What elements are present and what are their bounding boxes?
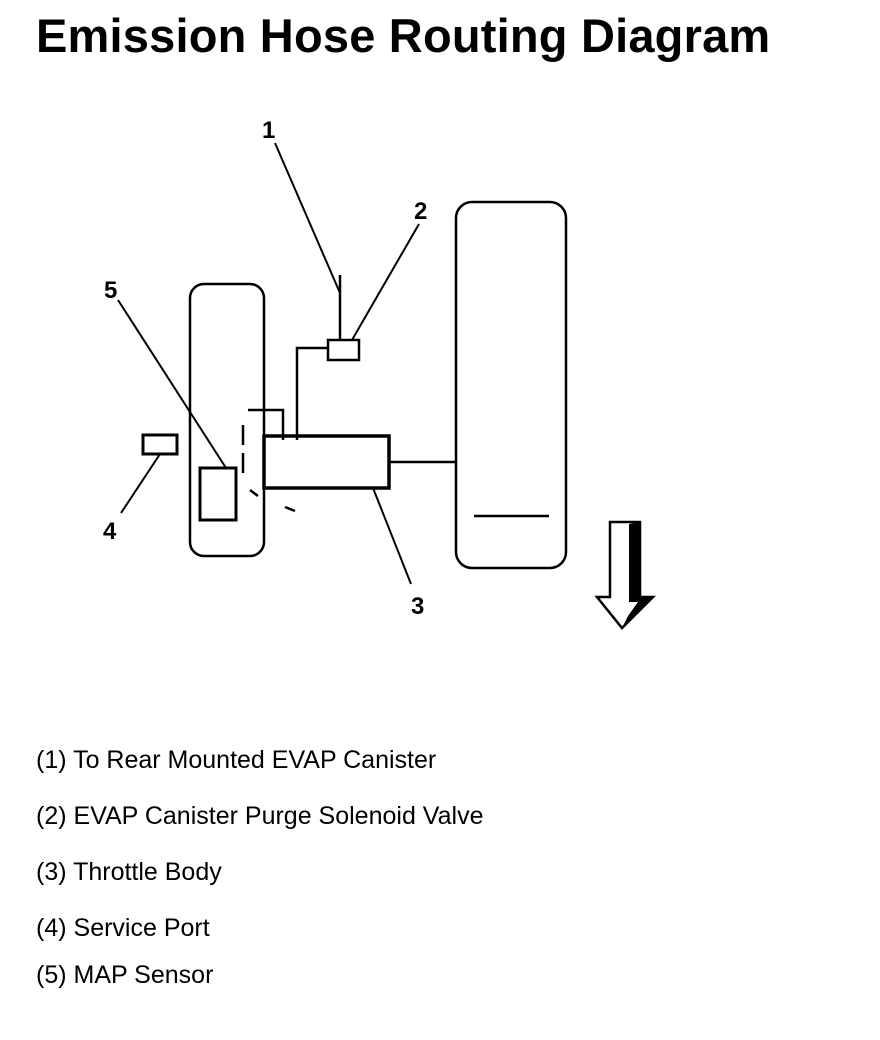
purge-hose bbox=[295, 346, 328, 440]
page-title: Emission Hose Routing Diagram bbox=[36, 9, 771, 62]
leader-line-3 bbox=[372, 487, 412, 585]
legend-number: (1) bbox=[36, 746, 67, 774]
legend-number: (5) bbox=[36, 961, 67, 989]
legend-label: To Rear Mounted EVAP Canister bbox=[73, 746, 437, 774]
legend-item: (5) MAP Sensor bbox=[36, 960, 213, 990]
legend-number: (2) bbox=[36, 802, 67, 830]
callout-2: 2 bbox=[414, 198, 427, 225]
legend-item: (1) To Rear Mounted EVAP Canister bbox=[36, 745, 436, 775]
callout-3: 3 bbox=[411, 593, 424, 620]
purge-solenoid-valve bbox=[326, 338, 361, 362]
leader-line-1 bbox=[274, 142, 341, 294]
service-port bbox=[141, 433, 179, 456]
map-sensor bbox=[198, 466, 238, 522]
callout-4: 4 bbox=[103, 518, 117, 545]
callout-5: 5 bbox=[104, 277, 117, 304]
arrow-down-icon bbox=[594, 520, 657, 630]
tick-mark bbox=[284, 505, 296, 513]
legend-number: (3) bbox=[36, 858, 67, 886]
intake-plenum bbox=[188, 282, 266, 558]
legend-item: (4) Service Port bbox=[36, 913, 210, 943]
legend-label: Service Port bbox=[73, 914, 210, 942]
hose-routing-diagram: 1 2 3 4 5 bbox=[103, 117, 657, 630]
legend-number: (4) bbox=[36, 914, 67, 942]
hose-stub bbox=[248, 408, 285, 440]
legend-label: MAP Sensor bbox=[73, 961, 214, 989]
callout-1: 1 bbox=[262, 117, 275, 144]
air-cleaner bbox=[454, 200, 568, 570]
legend-label: EVAP Canister Purge Solenoid Valve bbox=[73, 802, 484, 830]
leader-line-4 bbox=[120, 453, 161, 514]
legend-item: (3) Throttle Body bbox=[36, 857, 222, 887]
legend-label: Throttle Body bbox=[73, 858, 222, 886]
leader-line-5 bbox=[117, 299, 227, 469]
throttle-body bbox=[262, 434, 391, 490]
leader-line-2 bbox=[351, 223, 420, 341]
legend-item: (2) EVAP Canister Purge Solenoid Valve bbox=[36, 801, 483, 831]
tick-mark bbox=[249, 489, 259, 497]
